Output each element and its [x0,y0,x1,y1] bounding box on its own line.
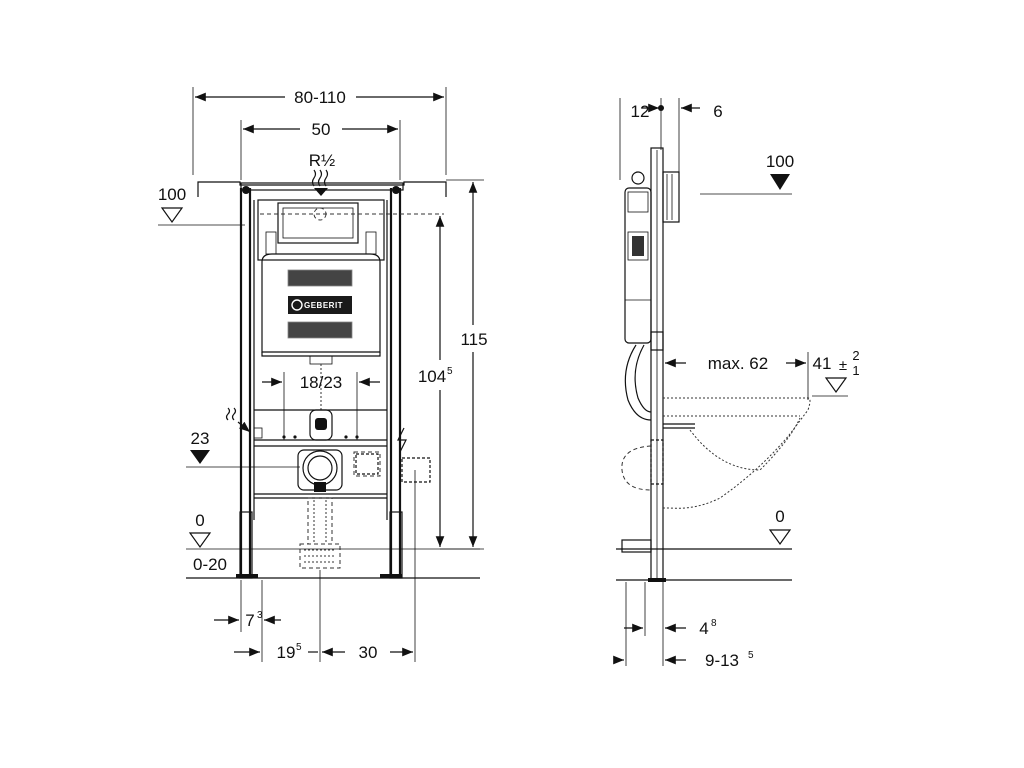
seat-tol-plus: 2 [852,348,859,363]
dim-foot-offset-sup: 3 [257,610,263,621]
dim-width-range: 80-110 [192,87,447,175]
wc-bowl-outline [663,397,811,509]
dim-projection-label: max. 62 [708,354,768,373]
dim-depth-b-label: 6 [713,102,722,121]
side-floor-level-label: 0 [775,507,784,526]
dim-foot-offset-label: 7 [245,611,254,630]
dim-depth-c: 4 8 [624,582,717,666]
dim-height-total: 115 [440,179,488,550]
dim-depth-c-sup: 8 [711,618,717,629]
dim-depth-a-label: 12 [631,102,650,121]
dim-foot-offset: 7 3 [214,580,281,662]
side-level-top-label: 100 [766,152,794,171]
dim-flush-spacing-label: 18/23 [300,373,343,392]
dim-center-offset: 19 5 [234,570,321,662]
floor-level-marker-icon [186,532,480,550]
waste-connection [254,445,431,569]
cistern-logo: GEBERIT [304,301,343,310]
dim-depth-d-sup: 5 [748,650,754,661]
dim-depth-d: 9-13 5 [613,582,754,670]
level-top-label: 100 [158,185,186,204]
seat-height-label: 41 [813,354,832,373]
dim-height-inner-sup: 5 [447,366,453,377]
dim-height-inner: 104 5 [418,216,453,547]
level-marker-icon [158,207,245,226]
dim-seat-height: 41 ± 2 1 [812,348,860,397]
seat-tol-minus: 1 [852,363,859,378]
dim-flush-spacing: 18/23 [262,355,380,440]
floor-level-label: 0 [195,511,204,530]
cistern: GEBERIT [257,199,444,357]
dim-center-offset-sup: 5 [296,642,302,653]
dim-depth-d-label: 9-13 [705,651,739,670]
floor-adjust-label: 0-20 [193,555,227,574]
dim-height-inner-label: 104 [418,367,446,386]
flush-pipe [254,409,387,441]
waste-level-label: 23 [191,429,210,448]
seat-tol-sign: ± [839,357,847,374]
dim-center-offset-label: 19 [277,643,296,662]
dim-inner-width: 50 [240,120,401,180]
dim-waste-spacing-label: 30 [359,643,378,662]
dim-width-range-label: 80-110 [294,88,346,107]
side-floor-marker-icon [768,529,792,546]
dim-depth-top: 12 6 [619,98,723,180]
waste-level-marker-icon [186,450,300,468]
electric-connection-icon [397,427,407,453]
dim-height-total-label: 115 [460,330,487,349]
side-view: 12 6 100 [613,98,860,670]
dim-waste-spacing: 30 [322,470,416,662]
frame-uprights [239,188,402,578]
dim-inner-width-label: 50 [312,120,331,139]
front-view: 80-110 50 R½ 100 [158,87,488,662]
frame-side-profile [621,147,695,582]
dim-projection: max. 62 [665,352,809,400]
water-connection-icon [225,407,263,439]
side-level-marker-icon [700,174,792,195]
supply-thread-label: R½ [309,151,335,170]
dim-depth-c-label: 4 [699,619,708,638]
